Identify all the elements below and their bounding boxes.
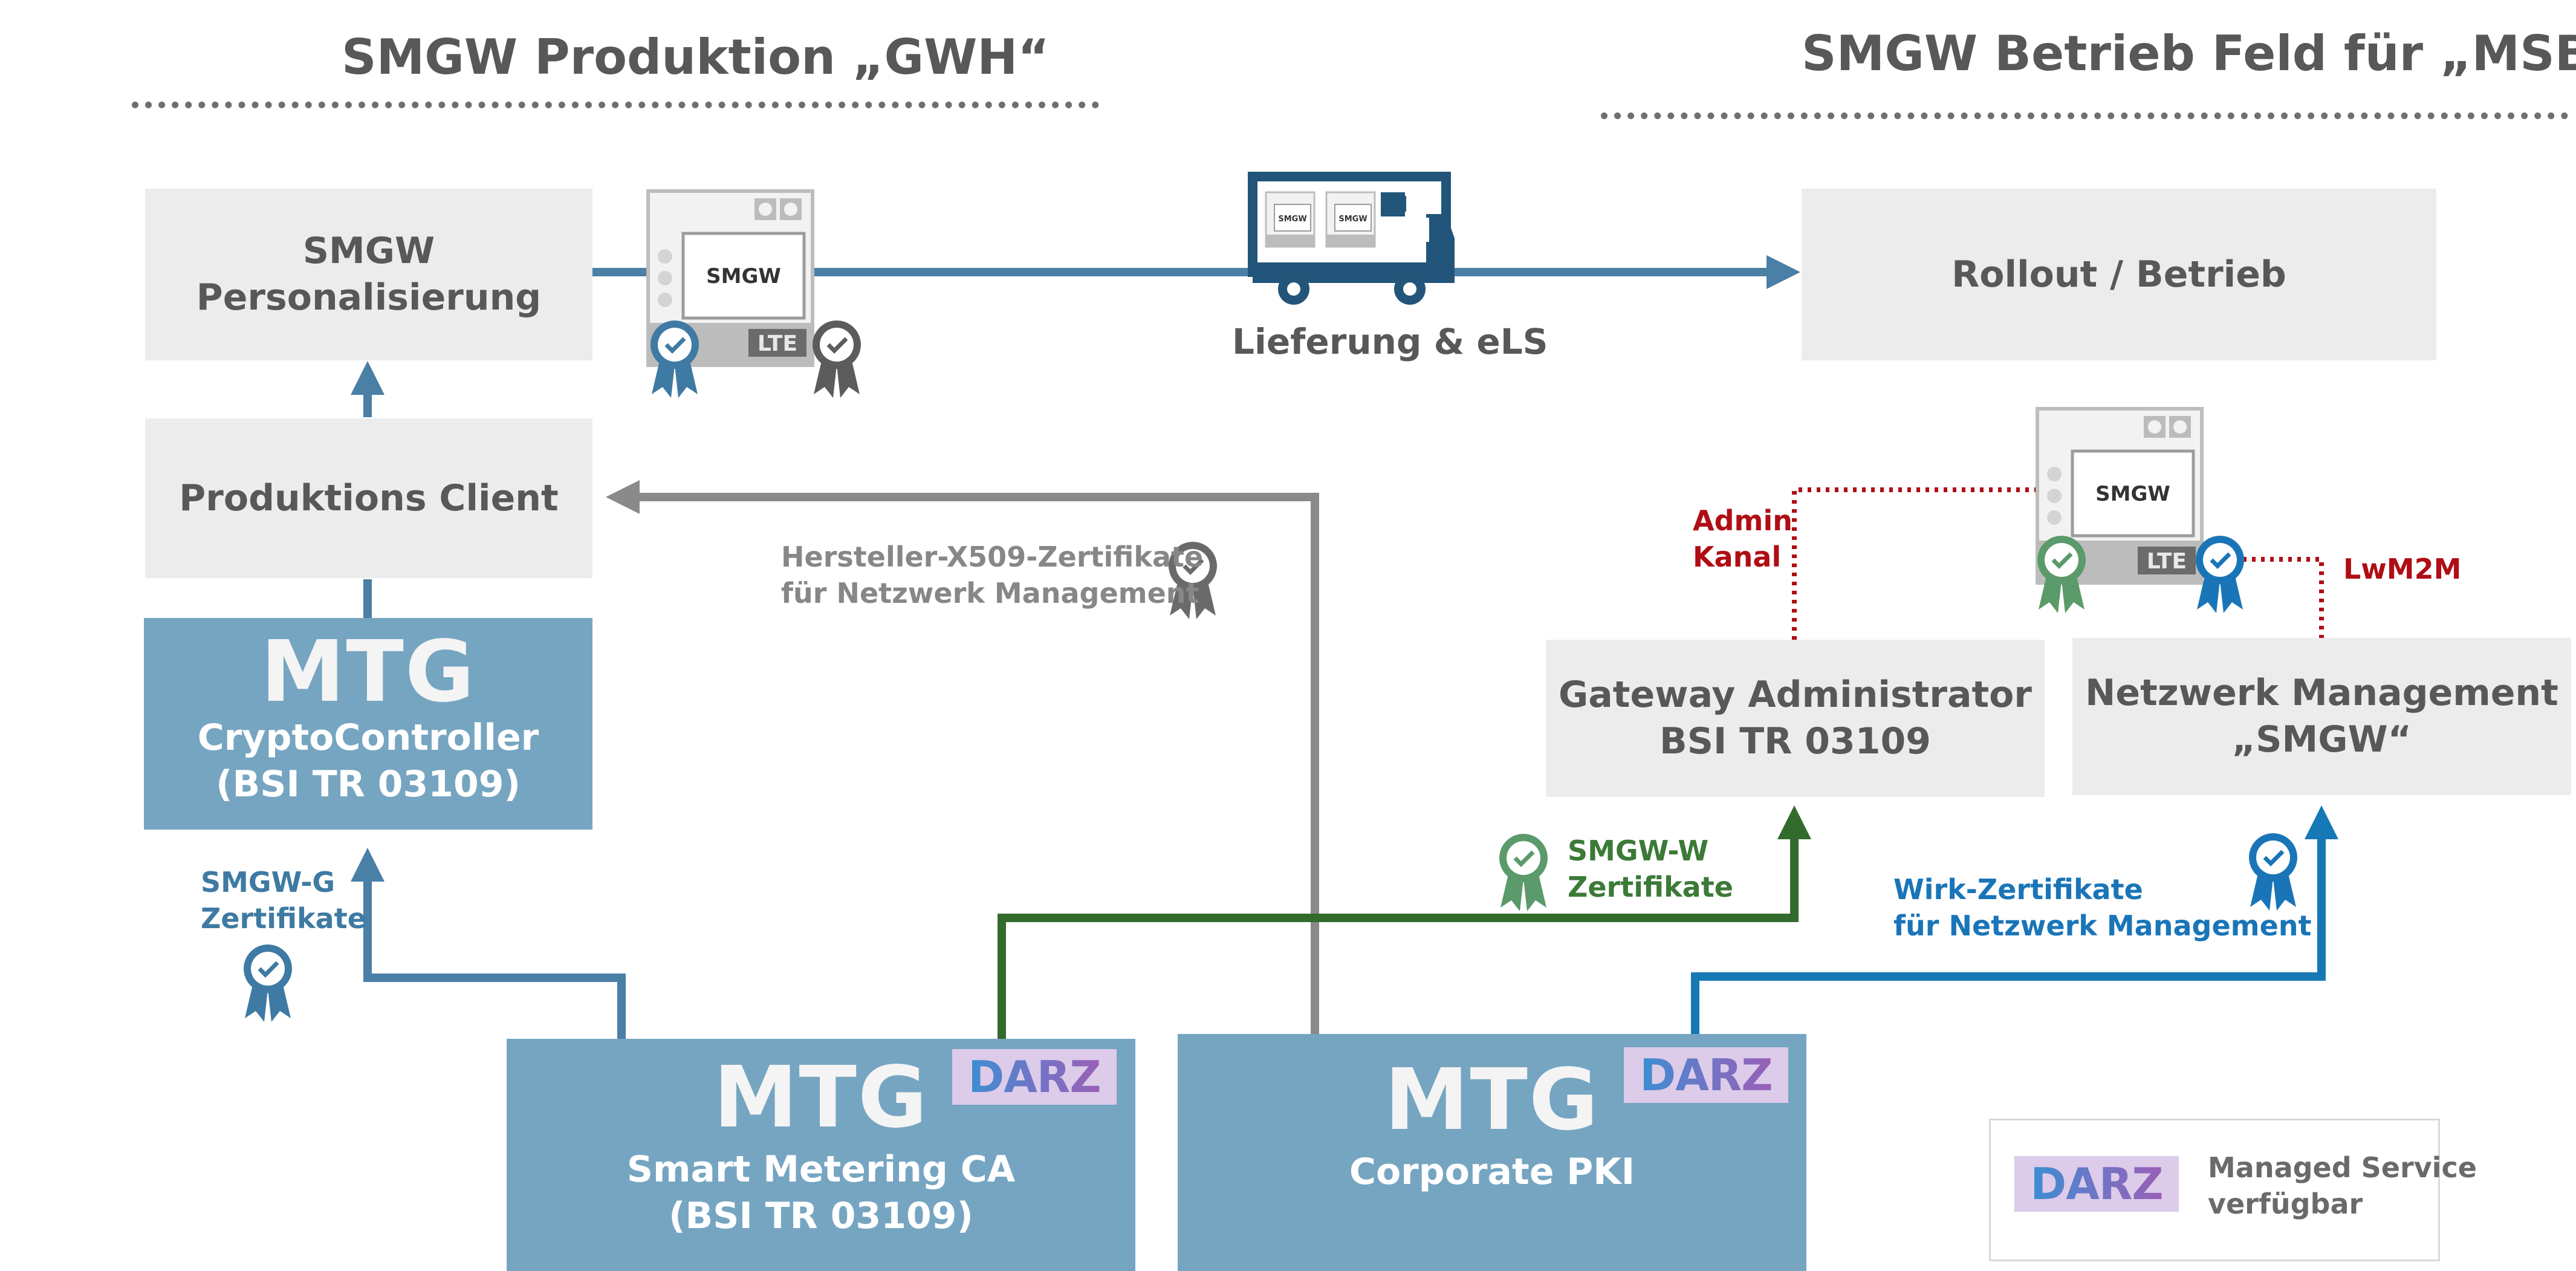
crypto-line-2: (BSI TR 03109) bbox=[216, 762, 521, 805]
smgw-w-flow-line bbox=[998, 805, 1811, 1039]
section-divider-right bbox=[1601, 112, 2568, 119]
hersteller-flow-line bbox=[606, 480, 1319, 1034]
smgw-g-flow-line bbox=[351, 848, 626, 1039]
sm-ca-line-1: Smart Metering CA bbox=[626, 1148, 1016, 1191]
device-field-label: SMGW bbox=[2095, 482, 2170, 506]
rollout-label: Rollout / Betrieb bbox=[1951, 253, 2286, 296]
smgw-g-label-line-1: SMGW-G bbox=[201, 866, 336, 899]
darz-badge-pki-text: DARZ bbox=[1640, 1050, 1773, 1100]
device-lte-label: LTE bbox=[758, 331, 797, 356]
section-title-operation: SMGW Betrieb Feld für „MSB“ bbox=[1802, 25, 2576, 82]
hersteller-label-line-2: für Netzwerk Management bbox=[781, 576, 1199, 609]
legend-line-2: verfügbar bbox=[2208, 1187, 2363, 1220]
lwm2m-label: LwM2M bbox=[2343, 553, 2462, 585]
produktions-client-label: Produktions Client bbox=[179, 476, 559, 519]
certificate-badge-icon bbox=[1169, 542, 1217, 619]
gateway-admin-line-1: Gateway Administrator bbox=[1559, 674, 2032, 717]
darz-badge-pki: DARZ bbox=[1624, 1047, 1788, 1103]
personalisierung-line-1: SMGW bbox=[302, 230, 435, 273]
corporate-pki-box: MTG Corporate PKI bbox=[1178, 1034, 1806, 1271]
legend-description: Managed Service verfügbar bbox=[2208, 1150, 2477, 1223]
crypto-line-1: CryptoController bbox=[197, 717, 539, 759]
truck-box-2: SMGW bbox=[1325, 191, 1376, 248]
truck-box-1: SMGW bbox=[1265, 191, 1316, 248]
legend-darz-badge: DARZ bbox=[2014, 1156, 2179, 1212]
wirk-label-line-1: Wirk-Zertifikate bbox=[1893, 873, 2143, 906]
truck-box-2-label: SMGW bbox=[1338, 215, 1367, 224]
smgw-w-label-line-1: SMGW-W bbox=[1568, 834, 1709, 867]
wirk-label: Wirk-Zertifikate für Netzwerk Management bbox=[1893, 872, 2312, 944]
pki-brand: MTG bbox=[1384, 1051, 1600, 1149]
hersteller-label: Hersteller-X509-Zertifikate für Netzwerk… bbox=[781, 539, 1203, 612]
smgw-w-label: SMGW-W Zertifikate bbox=[1568, 833, 1733, 906]
sm-ca-line-2: (BSI TR 03109) bbox=[669, 1194, 973, 1237]
certificate-badge-icon bbox=[1499, 834, 1548, 911]
certificate-badge-icon bbox=[2196, 536, 2244, 613]
section-divider-left bbox=[132, 102, 1099, 108]
smgw-g-label-line-2: Zertifikate bbox=[201, 902, 366, 935]
admin-kanal-line bbox=[1792, 487, 2036, 640]
device-field-lte-label: LTE bbox=[2147, 549, 2187, 574]
smgw-w-label-line-2: Zertifikate bbox=[1568, 870, 1733, 903]
netzwerk-mgmt-line-1: Netzwerk Management bbox=[2085, 672, 2558, 715]
sm-ca-brand: MTG bbox=[713, 1048, 929, 1147]
admin-kanal-label: Admin Kanal bbox=[1693, 503, 1792, 576]
legend-line-1: Managed Service bbox=[2208, 1151, 2477, 1184]
personalisierung-line-2: Personalisierung bbox=[196, 276, 542, 319]
lwm2m-line bbox=[2243, 557, 2324, 640]
certificate-badge-icon bbox=[2037, 536, 2086, 613]
smgw-device-field-icon: SMGW LTE bbox=[2036, 407, 2204, 585]
netzwerk-management-box: Netzwerk Management„SMGW“ bbox=[2072, 638, 2571, 795]
darz-badge-sm-ca-text: DARZ bbox=[968, 1052, 1101, 1102]
legend-darz-text: DARZ bbox=[2030, 1159, 2163, 1209]
wirk-label-line-2: für Netzwerk Management bbox=[1893, 909, 2312, 942]
wirk-flow-line bbox=[1691, 805, 2338, 1034]
certificate-badge-icon bbox=[244, 944, 292, 1022]
legend-box bbox=[1989, 1119, 2440, 1261]
cryptocontroller-box: MTG CryptoController (BSI TR 03109) bbox=[144, 618, 592, 830]
crypto-brand: MTG bbox=[261, 623, 476, 721]
section-title-production: SMGW Produktion „GWH“ bbox=[342, 29, 1050, 85]
certificate-badge-icon bbox=[650, 320, 699, 398]
gateway-admin-line-2: BSI TR 03109 bbox=[1659, 720, 1931, 762]
smgw-g-label: SMGW-G Zertifikate bbox=[201, 865, 366, 937]
rollout-betrieb-box: Rollout / Betrieb bbox=[1802, 189, 2436, 360]
truck-caption: Lieferung & eLS bbox=[1232, 321, 1548, 362]
certificate-badge-icon bbox=[2249, 833, 2297, 911]
certificate-badge-icon bbox=[813, 320, 861, 398]
truck-box-1-label: SMGW bbox=[1278, 215, 1306, 224]
admin-kanal-line-2: Kanal bbox=[1693, 540, 1782, 573]
netzwerk-mgmt-line-2: „SMGW“ bbox=[2231, 718, 2412, 761]
darz-badge-sm-ca: DARZ bbox=[952, 1049, 1117, 1105]
produktions-client-box: Produktions Client bbox=[145, 418, 592, 578]
admin-kanal-line-1: Admin bbox=[1693, 504, 1792, 537]
pki-line-1: Corporate PKI bbox=[1349, 1151, 1635, 1193]
delivery-truck-icon: SMGW SMGW bbox=[1248, 172, 1455, 305]
hersteller-label-line-1: Hersteller-X509-Zertifikate bbox=[781, 541, 1204, 573]
device-label: SMGW bbox=[706, 264, 781, 288]
